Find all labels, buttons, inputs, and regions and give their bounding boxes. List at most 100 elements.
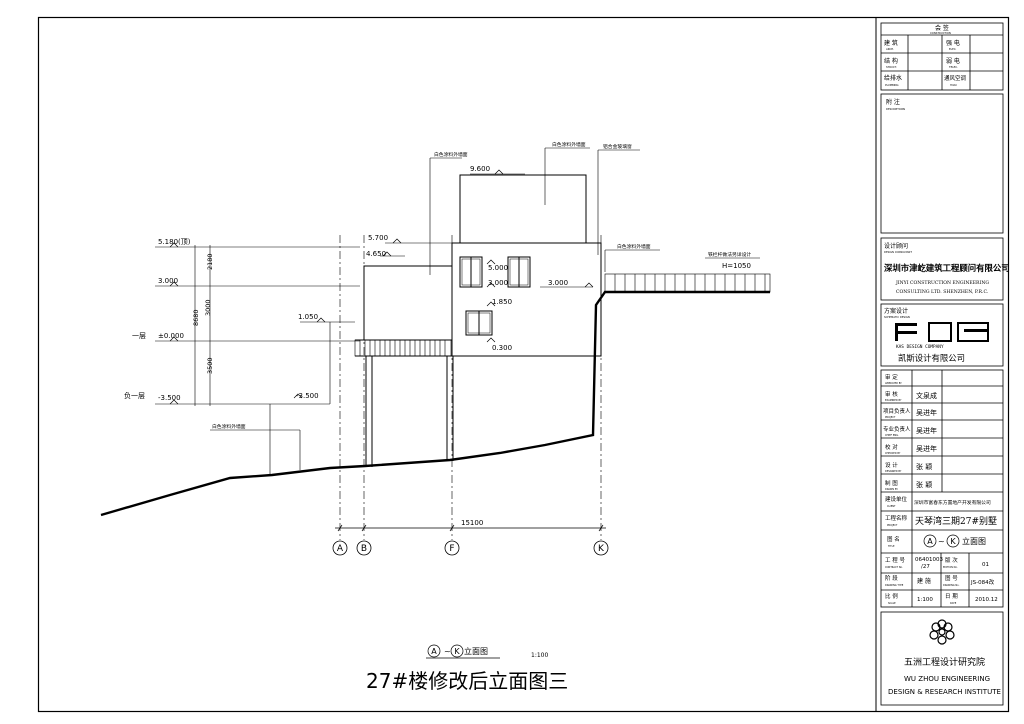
- elevation-drawing: [100, 147, 771, 556]
- elev-1050: 1.050: [298, 313, 318, 321]
- title-label: 图 名: [887, 535, 900, 543]
- sig-role-4-en: CHECKED BY: [885, 452, 901, 455]
- support-columns: [365, 356, 454, 467]
- discipline-label-en: DRAWING TYPE: [885, 584, 904, 587]
- axis-bubble-a: [332, 540, 348, 556]
- dim-2180: 2180: [206, 253, 214, 270]
- elev-3000-terrace: 3.000: [548, 279, 568, 287]
- discipline-label: 阶 段: [885, 574, 898, 582]
- elev-5700: 5.700: [368, 234, 388, 242]
- elev-4650: 4.650: [366, 250, 386, 258]
- scheme-company: 凯斯设计有限公司: [898, 353, 965, 363]
- cs-elec-en: ELEC.: [949, 47, 957, 51]
- dim-15100: 15100: [461, 519, 483, 527]
- terrace-railing: [604, 273, 771, 293]
- axis-bubble-k: [593, 540, 609, 556]
- note-railing: 铁栏杆做法另详设计: [708, 251, 751, 258]
- date-value: 2010.12: [975, 597, 998, 603]
- cs-telec-en: TELEC.: [949, 65, 958, 69]
- sig-role-2-en: PROJECT: [885, 416, 896, 419]
- edition-label: 版 次: [945, 556, 958, 564]
- drawing-no-label-en: DRAWING No.: [943, 584, 960, 587]
- note-wall-4: 白色涂料外墙面: [212, 423, 246, 430]
- sig-role-5-en: DESIGNED BY: [885, 470, 902, 473]
- countersign-title-en: CONSTRUCTION: [930, 31, 951, 35]
- project-label: 工程名称: [885, 514, 908, 522]
- scheme-company-en: KAS DESIGN COMPANY: [896, 344, 944, 350]
- elev-0000: ±0.000: [158, 332, 184, 340]
- sig-role-0-en: APPROVED BY: [885, 382, 902, 385]
- client-label-en: CLIENT: [887, 505, 896, 508]
- notes-label: 附 注: [886, 98, 900, 106]
- elev-1850: 1.850: [492, 298, 512, 306]
- axis-bubble-f: [444, 540, 460, 556]
- elev-3000: 3.000: [158, 277, 178, 285]
- date-label-en: DATE: [950, 602, 957, 605]
- title-block: [880, 22, 1004, 706]
- contract-label: 工 程 号: [885, 556, 905, 564]
- windows: [459, 256, 531, 336]
- note-wall-2: 白色涂料外墙面: [552, 141, 586, 148]
- elev-minus-3500-low: -3.500: [296, 392, 319, 400]
- note-wall-1: 白色涂料外墙面: [434, 151, 468, 158]
- dim-8680: 8680: [192, 309, 200, 326]
- drawing-no-value: JS-084改: [970, 578, 995, 586]
- axis-label-b: B: [361, 544, 367, 554]
- sig-role-3-en: CHIEF ENG.: [885, 434, 899, 437]
- scheme-label: 方案设计: [884, 307, 908, 315]
- scale-label-en: SCALE: [888, 602, 896, 605]
- sig-role-3: 专业负责人: [883, 425, 911, 433]
- client-value: 深圳市富春东方置地产开发有限公司: [914, 499, 991, 506]
- sig-role-6: 制 图: [885, 479, 898, 487]
- institute-name-en-2: DESIGN & RESEARCH INSTITUTE: [888, 688, 1001, 696]
- caption-scale: 1:100: [531, 652, 548, 659]
- caption-suffix: 立面图: [464, 646, 488, 656]
- edition-value: 01: [982, 562, 989, 568]
- institute-logo-icon: [929, 619, 955, 645]
- cs-elec: 强 电: [946, 39, 960, 47]
- ground-line: [100, 290, 770, 517]
- axis-label-k: K: [598, 544, 605, 554]
- countersign-title: 会 签: [935, 24, 949, 32]
- sig-role-5: 设 计: [885, 461, 898, 469]
- sig-role-1: 审 核: [885, 390, 898, 398]
- sig-name-5: 张 颖: [916, 462, 932, 471]
- elev-minus-3500: -3.500: [158, 394, 181, 402]
- institute-name-en-1: WU ZHOU ENGINEERING: [904, 675, 990, 683]
- caption-circle-a: A: [431, 647, 437, 656]
- title-tilde: ~: [938, 537, 945, 546]
- institute-name: 五洲工程设计研究院: [904, 656, 985, 668]
- annotation-leaders: [210, 147, 760, 474]
- project-label-en: PROJECT: [887, 524, 898, 527]
- dim-3500: 3500: [206, 357, 214, 374]
- title-block-texts: 会 签 CONSTRUCTION 建 筑 ARCH. 强 电 ELEC. 结 构…: [883, 24, 1010, 696]
- railing-height: H=1050: [722, 262, 751, 270]
- scale-value: 1:100: [917, 597, 933, 603]
- balcony-railing: [354, 339, 452, 357]
- dim-3000: 3000: [204, 299, 212, 316]
- client-label: 建设单位: [885, 495, 908, 503]
- caption-circle-k: K: [454, 647, 460, 656]
- axis-label-a: A: [337, 544, 344, 554]
- consultant-name-en-1: JINYI CONSTRUCTION ENGINEERING: [895, 280, 989, 286]
- project-value: 天琴湾三期27#别墅: [915, 515, 997, 527]
- level-lines: [155, 245, 360, 406]
- axis-bubble-b: [356, 540, 372, 556]
- sheet-border: [37, 16, 1010, 713]
- bottom-dimension: [335, 524, 606, 532]
- sig-role-4: 校 对: [885, 443, 898, 451]
- title-label-en: TITLE: [888, 545, 895, 548]
- sig-name-2: 吴进年: [916, 408, 937, 417]
- floor-label-ground: 一层: [132, 332, 146, 340]
- contract-value-2: /27: [921, 564, 930, 570]
- consultant-name: 深圳市津屹建筑工程顾问有限公司: [884, 263, 1010, 273]
- cs-plumb: 给排水: [884, 74, 902, 82]
- building-outline: [355, 174, 602, 357]
- note-window: 铝合金玻璃窗: [603, 143, 632, 150]
- kas-logo: [895, 322, 989, 342]
- elevation-markers: [169, 169, 594, 405]
- cs-hvac: 通风空调: [944, 74, 967, 82]
- sig-role-2: 项目负责人: [883, 407, 911, 415]
- notes-label-en: DESCRIPTIONS: [886, 107, 906, 111]
- drawing-no-label: 图 号: [945, 574, 958, 582]
